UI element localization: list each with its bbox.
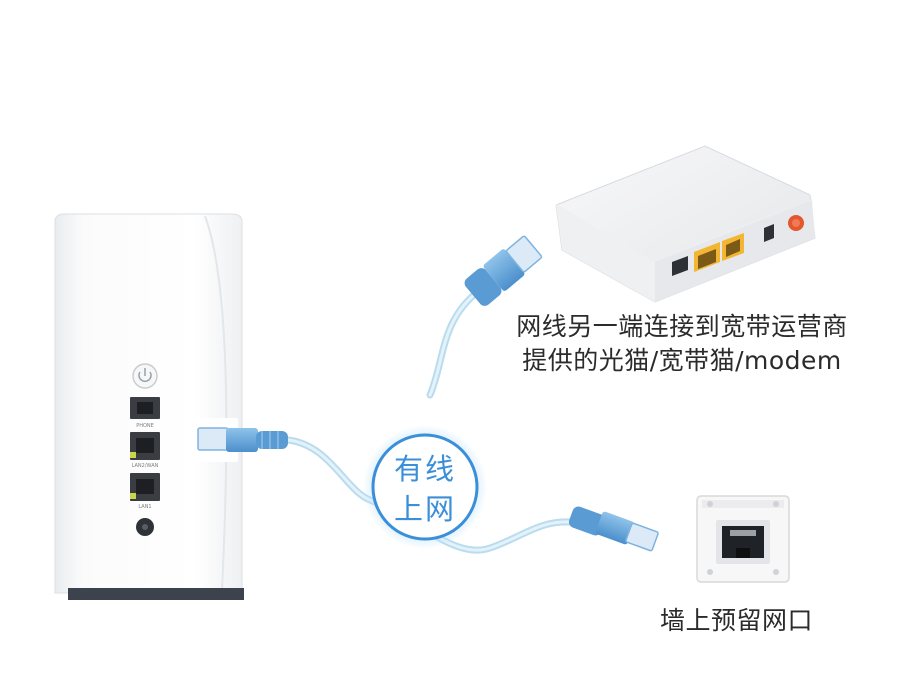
cable-to-modem — [426, 286, 484, 399]
modem-phone-port-icon — [672, 256, 688, 276]
badge-text-line2: 上网 — [393, 492, 456, 526]
dc-power-jack-icon — [136, 518, 154, 536]
router-device: PHONE LAN2/WAN LAN1 — [54, 213, 244, 600]
modem-lan-ports-icon — [694, 233, 744, 272]
modem-caption-line1: 网线另一端连接到宽带运营商 — [516, 312, 848, 341]
modem-caption-line2: 提供的光猫/宽带猫/modem — [522, 346, 842, 375]
phone-port-icon — [130, 397, 160, 419]
wall-socket-caption: 墙上预留网口 — [660, 606, 814, 635]
rj45-connector-modem-icon — [464, 235, 543, 306]
rj45-connector-wall-icon — [568, 506, 659, 552]
lan1-port-label: LAN1 — [138, 504, 151, 510]
lan2-wan-port-icon — [130, 432, 160, 460]
wall-socket-icon — [696, 495, 790, 583]
modem-power-jack-icon — [764, 224, 774, 242]
modem-caption: 网线另一端连接到宽带运营商 提供的光猫/宽带猫/modem — [502, 310, 862, 378]
badge-text-line1: 有线 — [393, 452, 456, 486]
modem-device — [555, 145, 816, 303]
rj45-connector-router-icon — [197, 427, 288, 452]
phone-port-label: PHONE — [136, 423, 154, 429]
wired-access-badge — [363, 425, 487, 549]
router-base — [68, 588, 244, 600]
modem-power-button-icon — [788, 215, 804, 231]
power-button-icon — [132, 363, 158, 389]
lan1-port-icon — [130, 473, 160, 501]
lan2-wan-port-label: LAN2/WAN — [132, 463, 159, 469]
